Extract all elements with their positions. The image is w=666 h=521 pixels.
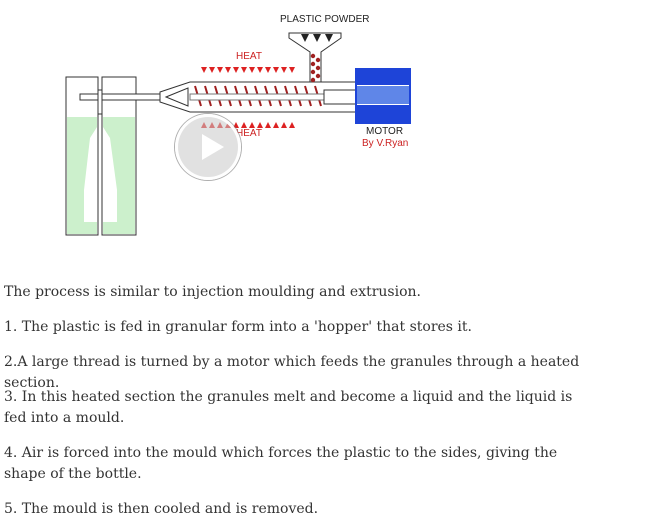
step-3-paragraph: 3. In this heated section the granules m… [4, 389, 573, 426]
motor-label: MOTOR [366, 126, 404, 137]
motor [355, 68, 411, 124]
step-1-paragraph: 1. The plastic is fed in granular form i… [4, 319, 472, 335]
step-2-paragraph: 2.A large thread is turned by a motor wh… [4, 354, 580, 391]
play-icon[interactable] [175, 114, 241, 180]
step-4-paragraph: 4. Air is forced into the mould which fo… [4, 445, 558, 482]
intro-paragraph: The process is similar to injection moul… [4, 284, 421, 300]
heat-arrows-top [201, 67, 295, 73]
step-5-paragraph: 5. The mould is then cooled and is remov… [4, 501, 319, 517]
heat-bottom-label: HEAT [236, 128, 262, 139]
video-player[interactable]: PLASTIC POWDER HEAT HEAT MOTOR By V.Ryan [0, 0, 416, 274]
granules [310, 53, 321, 83]
blow-moulding-diagram [65, 32, 411, 236]
plastic-powder-label: PLASTIC POWDER [280, 14, 370, 25]
credit-label: By V.Ryan [362, 138, 409, 149]
heat-top-label: HEAT [236, 51, 262, 62]
